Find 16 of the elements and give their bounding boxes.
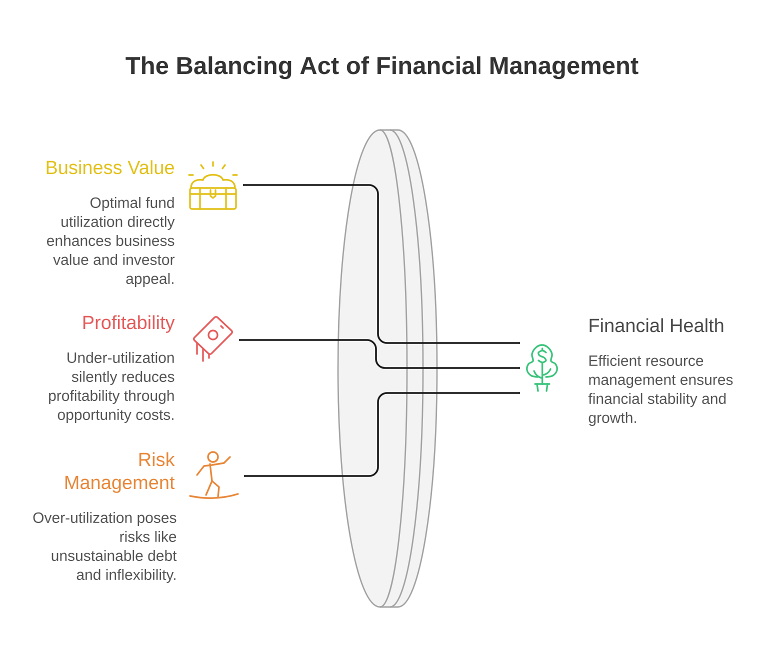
- connector-line: [243, 184, 520, 344]
- connector-line: [239, 339, 520, 369]
- tightrope-walker-icon: [189, 451, 239, 499]
- connector-line: [244, 392, 520, 477]
- money-tree-icon: [526, 344, 558, 392]
- dripping-banknote-icon: [193, 316, 233, 362]
- description: Efficient resource management ensures financial stability and growth.: [588, 355, 733, 426]
- heading: Profitability: [83, 315, 175, 333]
- heading: Financial Health: [590, 318, 724, 332]
- heading: Business Value: [46, 160, 174, 174]
- description: Over-utilization poses risks like unsustainable debt and inflexibility.: [33, 512, 177, 583]
- description: Under-utilization silently reduces profitability through opportunity costs.: [49, 352, 174, 423]
- heading: Risk Management: [65, 452, 175, 493]
- treasure-chest-icon: [188, 161, 238, 210]
- description: Optimal fund utilization directly enhances business value and investor appeal.: [47, 197, 175, 287]
- title: The Balancing Act of Financial Management: [126, 56, 638, 80]
